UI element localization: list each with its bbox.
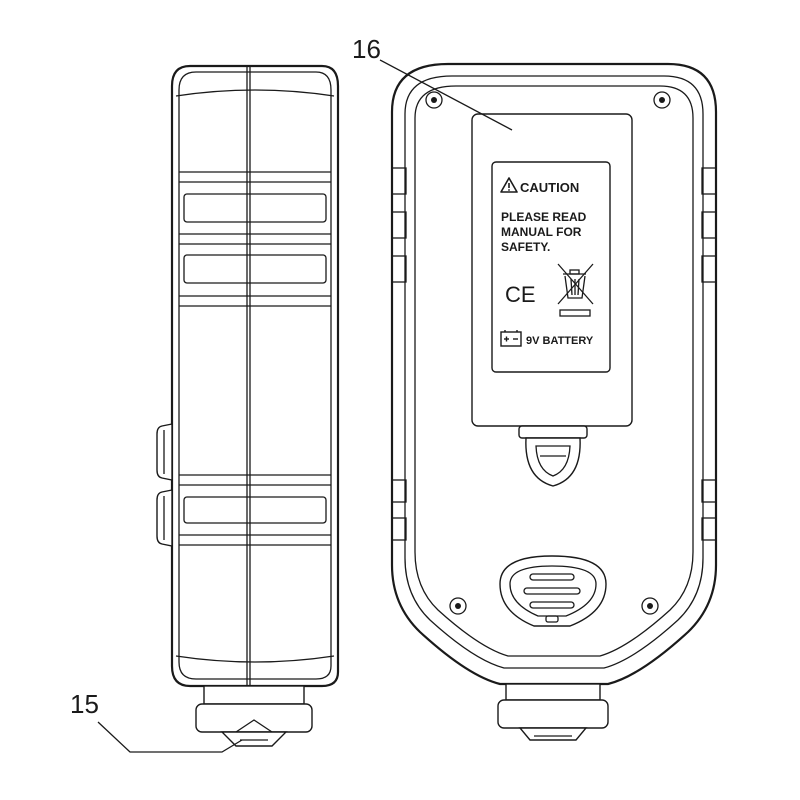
back-view-probe — [497, 683, 609, 741]
back-view-notches-right — [701, 167, 717, 541]
screw-icon — [641, 597, 659, 615]
side-view-grip-ribs-upper — [179, 171, 331, 307]
instruction-line-2: MANUAL FOR — [501, 225, 582, 239]
callout-16-leader — [379, 59, 513, 131]
back-view-bezel — [404, 75, 704, 669]
battery-latch — [518, 425, 588, 487]
callout-15-leader — [97, 721, 243, 753]
screw-icon — [449, 597, 467, 615]
side-view — [156, 64, 340, 747]
instruction-line-1: PLEASE READ — [501, 210, 587, 224]
side-view-body — [170, 64, 340, 688]
instruction-line-3: SAFETY. — [501, 240, 550, 254]
crossed-out-bin-icon — [557, 263, 594, 317]
screw-icon — [425, 91, 443, 109]
side-view-grip-ribs-lower — [179, 474, 331, 546]
caution-title: CAUTION — [520, 180, 579, 195]
callout-16: 16 — [352, 34, 381, 64]
battery-icon — [500, 330, 522, 347]
back-view-notches-left — [391, 167, 407, 541]
back-view: CAUTION PLEASE READ MANUAL FOR SAFETY. C… — [390, 62, 718, 741]
side-view-probe — [195, 685, 313, 747]
screw-icon — [653, 91, 671, 109]
ce-mark: CE — [505, 282, 536, 307]
callout-15: 15 — [70, 689, 99, 719]
speaker-grille — [499, 555, 607, 627]
battery-text: 9V BATTERY — [526, 335, 594, 347]
warning-triangle-icon — [500, 177, 518, 193]
caution-label — [491, 161, 611, 373]
